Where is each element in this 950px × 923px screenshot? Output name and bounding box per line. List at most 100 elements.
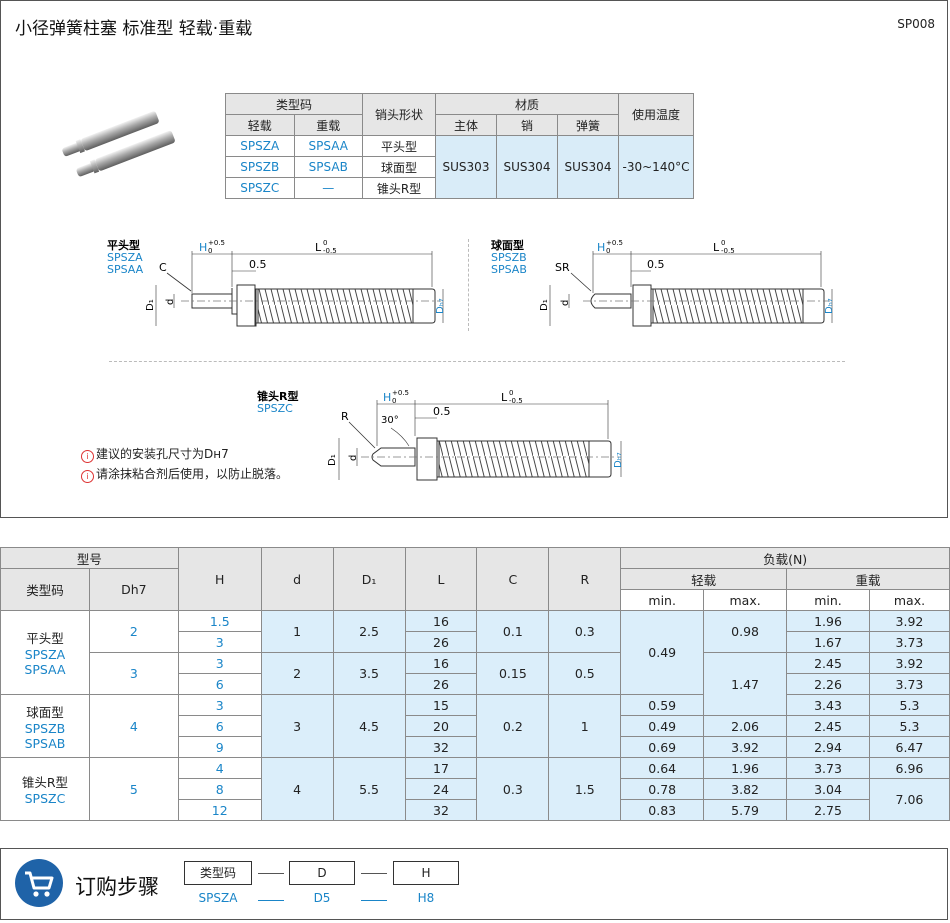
heavy-min: 1.96 (786, 610, 870, 632)
th-pin-shape: 销头形状 (362, 93, 436, 136)
spec-heavy-code: SPSAB (293, 156, 363, 178)
r-value: 0.5 (548, 652, 622, 695)
dh7-value: 4 (88, 694, 179, 758)
sphere-radius-label: SR (555, 261, 570, 274)
l-value: 26 (404, 631, 478, 653)
d1-value: 3.5 (332, 652, 406, 695)
chamfer-label: C (159, 261, 167, 274)
light-min: 0.49 (620, 715, 705, 737)
h-value: 1.5 (177, 610, 262, 632)
spec-shape: 球面型 (362, 156, 436, 178)
spec-temperature: -30~140°C (618, 135, 694, 199)
note-text: 建议的安装孔尺寸为Dн7 (96, 447, 229, 461)
dim-l-tol-dn: -0.5 (323, 247, 337, 255)
th-type-code: 类型码 (225, 93, 363, 115)
th-load: 负载(N) (620, 547, 950, 569)
th-min: min. (620, 589, 705, 611)
dim-05: 0.5 (647, 258, 665, 271)
order-box-d: D (289, 861, 355, 885)
dim-h-tol-dn: 0 (606, 247, 610, 255)
th-type-code: 类型码 (0, 568, 90, 611)
light-min: 0.78 (620, 778, 705, 800)
c-value: 0.3 (476, 757, 550, 821)
heavy-min: 3.43 (786, 694, 870, 716)
heavy-max: 3.73 (868, 673, 950, 695)
dim-h: H (383, 391, 391, 404)
spec-shape: 平头型 (362, 135, 436, 157)
dim-h-tol-up: +0.5 (606, 239, 623, 247)
dim-l-tol-up: 0 (509, 389, 513, 397)
th-max: max. (868, 589, 950, 611)
light-min: 0.49 (620, 610, 705, 695)
h-value: 3 (177, 694, 262, 716)
c-value: 0.1 (476, 610, 550, 653)
th-light: 轻载 (225, 114, 295, 136)
dim-l-tol-up: 0 (721, 239, 725, 247)
type-code: SPSZA (24, 647, 66, 662)
heavy-min: 2.94 (786, 736, 870, 758)
th-light: 轻载 (620, 568, 788, 590)
dim-d: d (560, 300, 571, 306)
th-dh7: Dh7 (88, 568, 179, 611)
spec-spring-material: SUS304 (557, 135, 619, 199)
note-text: 请涂抹粘合剂后使用，以防止脱落。 (96, 467, 289, 481)
th-pin: 销 (496, 114, 558, 136)
light-max: 0.98 (703, 610, 788, 653)
th-max: max. (703, 589, 788, 611)
spec-panel: 小径弹簧柱塞 标准型 轻载·重载 SP008 类型码 销头形状 材质 使用温度 … (0, 0, 948, 518)
drawing-code: SPSZC (257, 402, 293, 415)
th-h: H (177, 547, 262, 611)
d-value: 2 (260, 652, 334, 695)
h-value: 3 (177, 631, 262, 653)
d1-value: 5.5 (332, 757, 406, 821)
spec-heavy-code: — (293, 177, 363, 199)
dim-h-tol-up: +0.5 (392, 389, 409, 397)
drawing-code: SPSZA (107, 251, 143, 264)
dim-dh7: Dₕ₇ (824, 298, 835, 314)
th-c: C (476, 547, 550, 611)
heavy-min: 2.26 (786, 673, 870, 695)
th-spring: 弹簧 (557, 114, 619, 136)
info-icon: i (81, 450, 94, 463)
r-value: 1.5 (548, 757, 622, 821)
dim-d1: D₁ (145, 299, 156, 311)
heavy-min: 3.73 (786, 757, 870, 779)
heavy-max: 7.06 (868, 778, 950, 821)
info-icon: i (81, 470, 94, 483)
dim-d1: D₁ (539, 299, 550, 311)
spec-light-code: SPSZB (225, 156, 295, 178)
type-code: SPSAB (24, 735, 66, 751)
d-value: 4 (260, 757, 334, 821)
light-max: 1.47 (703, 652, 788, 716)
type-code: SPSAA (24, 662, 66, 677)
dim-05: 0.5 (249, 258, 267, 271)
d1-value: 4.5 (332, 694, 406, 758)
order-value-d: D5 (313, 891, 331, 905)
light-min: 0.64 (620, 757, 705, 779)
heavy-max: 5.3 (868, 715, 950, 737)
heavy-max: 5.3 (868, 694, 950, 716)
l-value: 15 (404, 694, 478, 716)
heavy-max: 6.96 (868, 757, 950, 779)
order-box-h: H (393, 861, 459, 885)
heavy-max: 3.92 (868, 610, 950, 632)
dim-05: 0.5 (433, 405, 451, 418)
spec-light-code: SPSZA (225, 135, 295, 157)
light-max: 3.82 (703, 778, 788, 800)
dim-d: d (165, 299, 176, 305)
page-title: 小径弹簧柱塞 标准型 轻载·重载 (15, 19, 253, 39)
type-group-flat: 平头型 SPSZA SPSAA (0, 610, 90, 695)
l-value: 32 (404, 736, 478, 758)
order-box-type-code: 类型码 (184, 861, 252, 885)
h-value: 4 (177, 757, 262, 779)
heavy-max: 6.47 (868, 736, 950, 758)
drawing-divider (109, 361, 845, 362)
order-title: 订购步骤 (75, 875, 159, 899)
order-separator (258, 873, 284, 874)
c-value: 0.15 (476, 652, 550, 695)
type-code: SPSZB (24, 720, 66, 736)
light-max: 3.92 (703, 736, 788, 758)
th-l: L (404, 547, 478, 611)
